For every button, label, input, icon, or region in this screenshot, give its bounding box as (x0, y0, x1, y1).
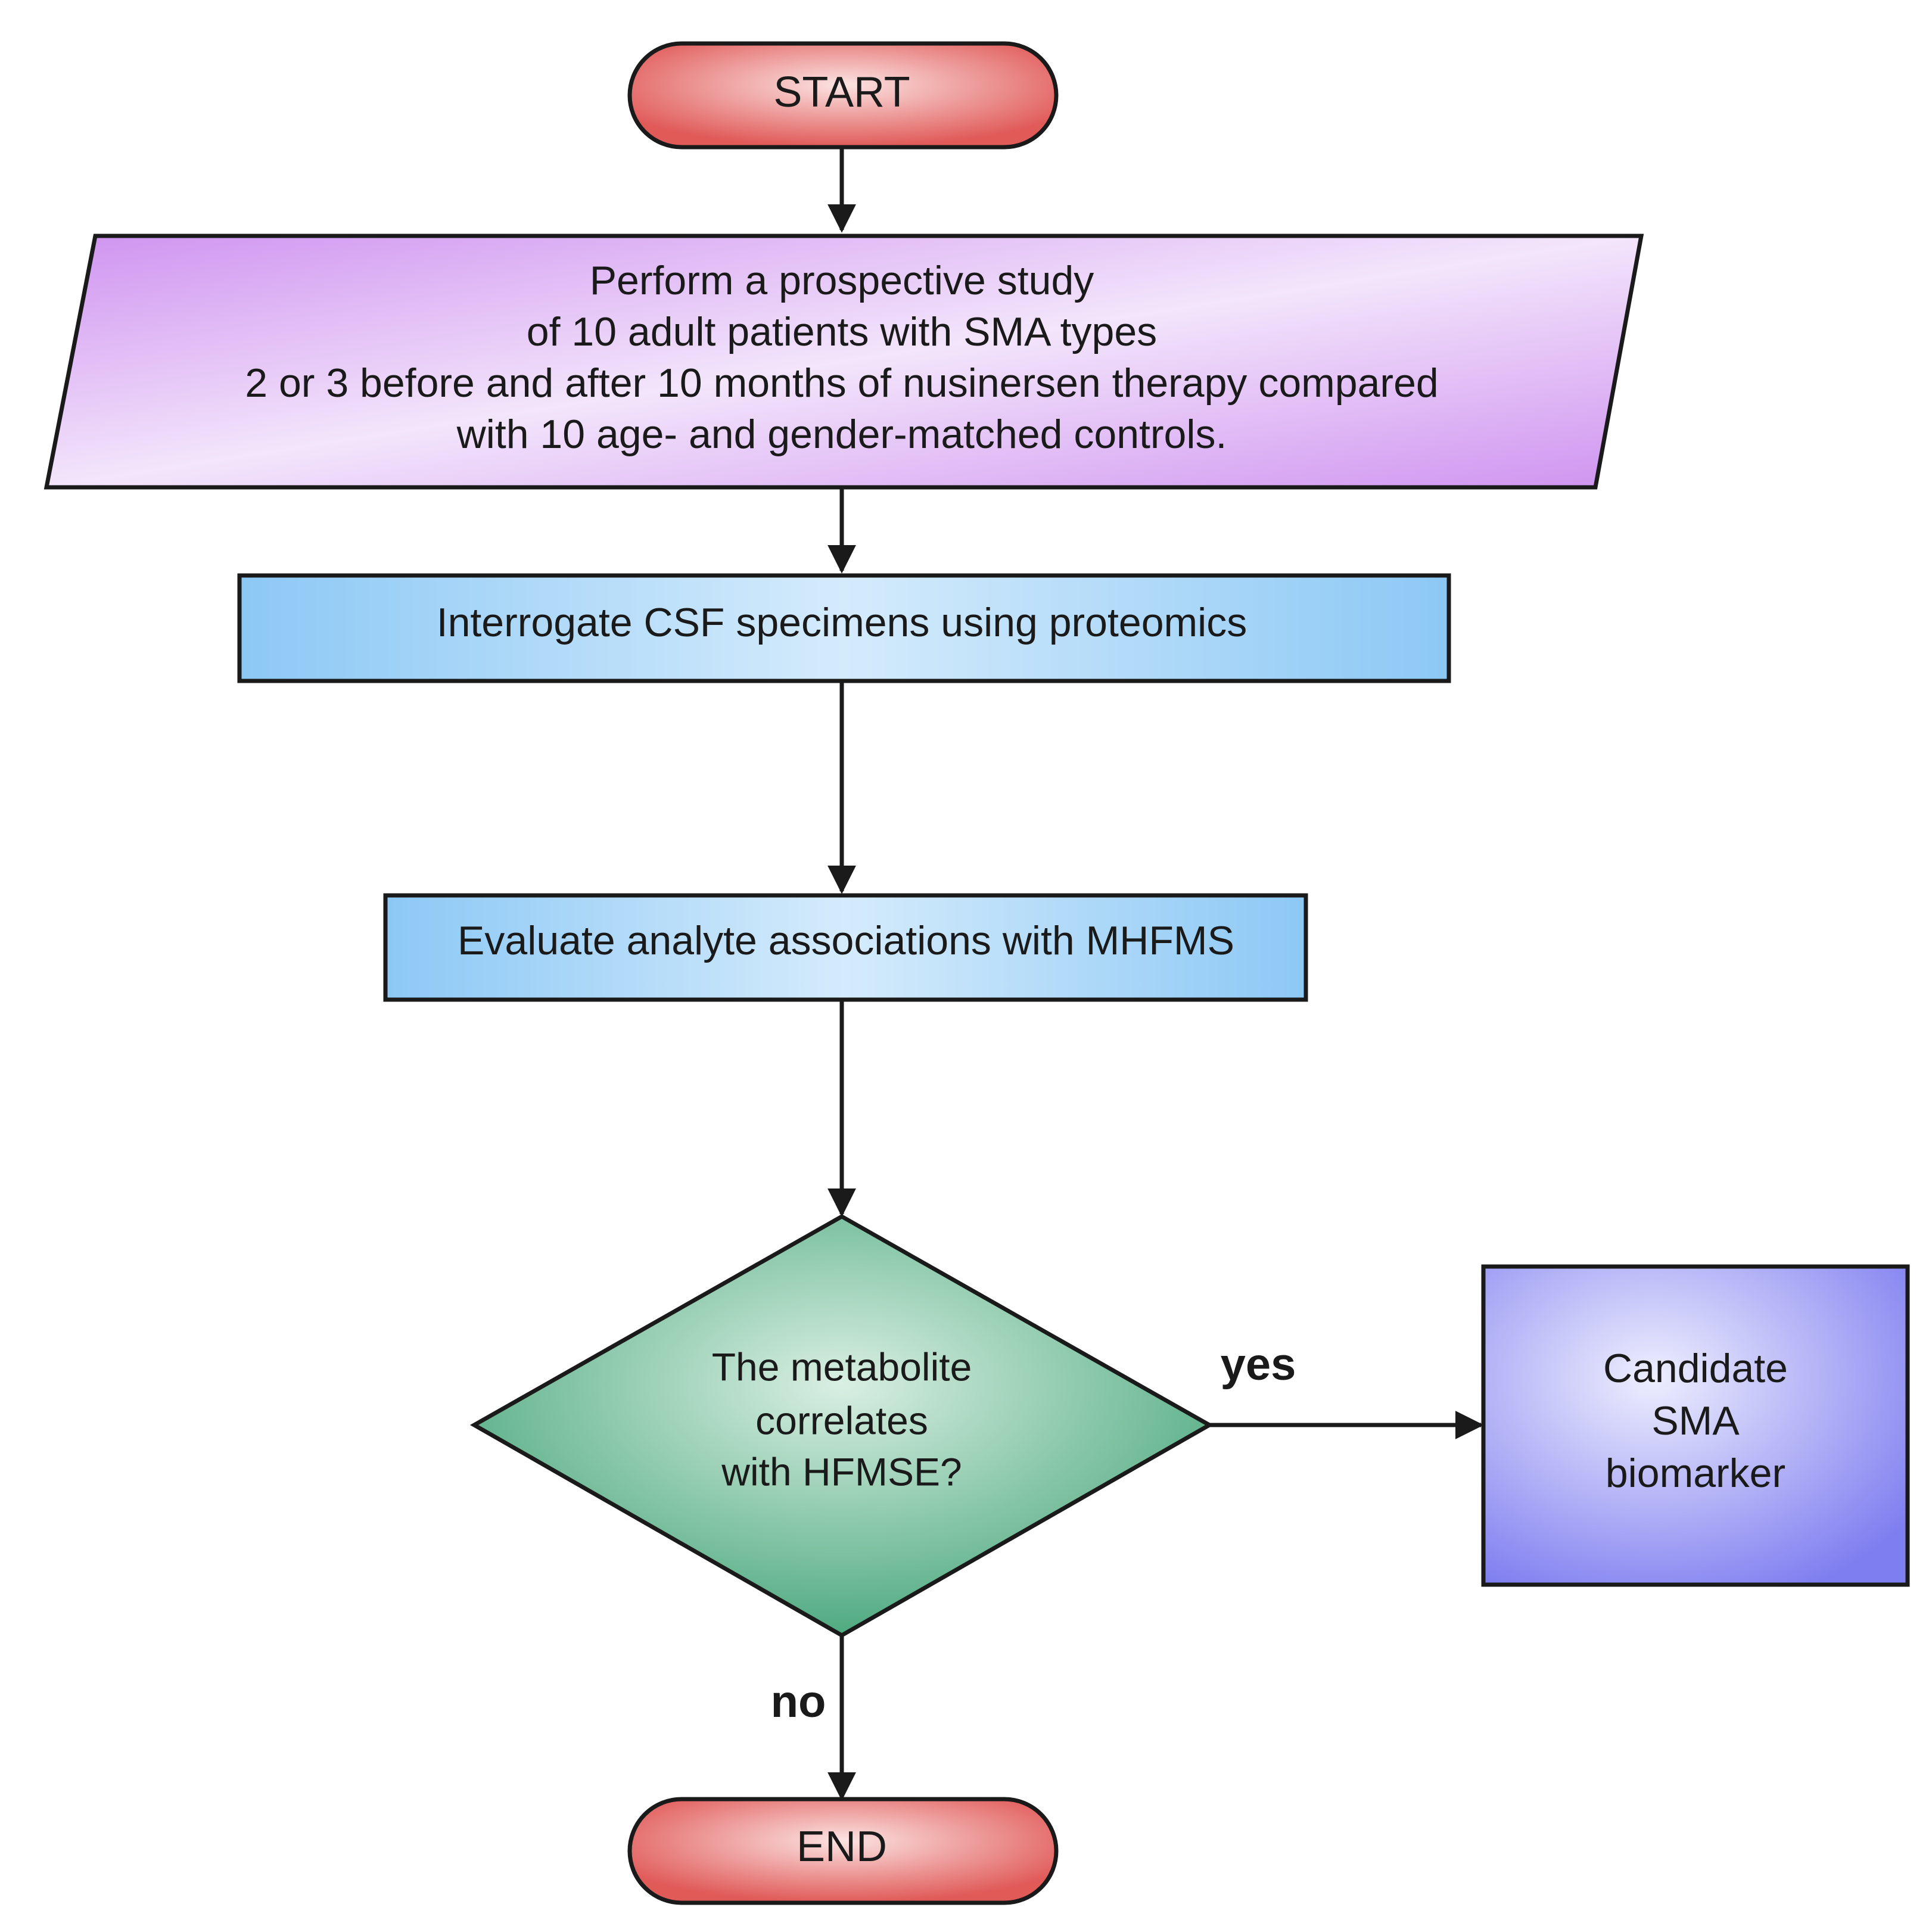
no-label: no (771, 1676, 826, 1727)
decision-line-2: correlates (755, 1398, 928, 1442)
study-line-4: with 10 age- and gender-matched controls… (456, 412, 1227, 457)
start-node: START (627, 41, 1059, 150)
decision-line-1: The metabolite (712, 1345, 972, 1389)
decision-line-3: with HFMSE? (721, 1449, 962, 1494)
connectors (827, 147, 1484, 1801)
start-label: START (773, 69, 910, 116)
candidate-line-2: SMA (1651, 1398, 1740, 1443)
study-node: Perform a prospective study of 10 adult … (43, 234, 1644, 490)
end-label: END (797, 1823, 887, 1871)
study-line-3: 2 or 3 before and after 10 months of nus… (245, 360, 1438, 406)
yes-label: yes (1221, 1339, 1296, 1390)
end-node: END (627, 1797, 1059, 1905)
study-line-2: of 10 adult patients with SMA types (527, 309, 1157, 354)
interrogate-label: Interrogate CSF specimens using proteomi… (437, 600, 1247, 645)
evaluate-label: Evaluate analyte associations with MHFMS (458, 918, 1234, 963)
interrogate-node: Interrogate CSF specimens using proteomi… (237, 573, 1451, 683)
candidate-node: Candidate SMA biomarker (1481, 1264, 1910, 1587)
candidate-line-3: biomarker (1606, 1451, 1785, 1496)
candidate-line-1: Candidate (1603, 1346, 1788, 1391)
study-line-1: Perform a prospective study (590, 258, 1094, 303)
evaluate-node: Evaluate analyte associations with MHFMS (383, 893, 1308, 1002)
decision-node: The metabolite correlates with HFMSE? (469, 1214, 1214, 1638)
